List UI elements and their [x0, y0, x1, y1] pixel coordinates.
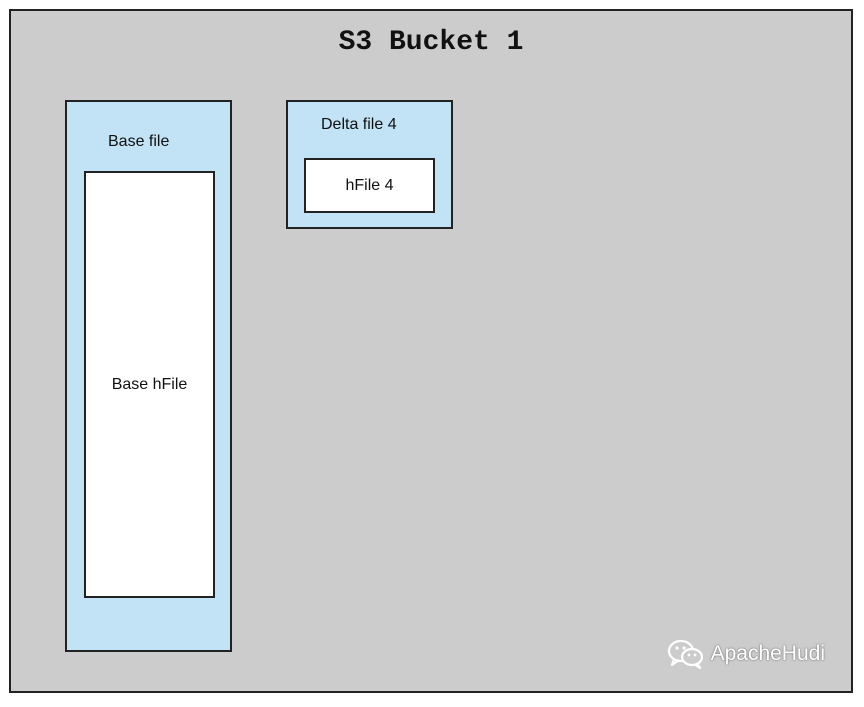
delta-hfile-label: hFile 4: [345, 176, 394, 194]
base-hfile-box: Base hFile: [84, 171, 215, 598]
watermark-text: ApacheHudi: [710, 642, 825, 665]
base-hfile-label: Base hFile: [111, 375, 188, 393]
base-file-label: Base file: [108, 133, 170, 150]
s3-bucket: S3 Bucket 1 Base file Base hFile Delta f…: [9, 9, 853, 693]
bucket-title: S3 Bucket 1: [338, 27, 524, 58]
wechat-icon: [667, 639, 703, 669]
delta-file-box: Delta file 4 hFile 4: [286, 100, 453, 229]
delta-file-label: Delta file 4: [321, 116, 397, 133]
delta-hfile-box: hFile 4: [304, 158, 435, 213]
base-file-box: Base file Base hFile: [65, 100, 232, 652]
watermark: ApacheHudi: [667, 639, 825, 669]
